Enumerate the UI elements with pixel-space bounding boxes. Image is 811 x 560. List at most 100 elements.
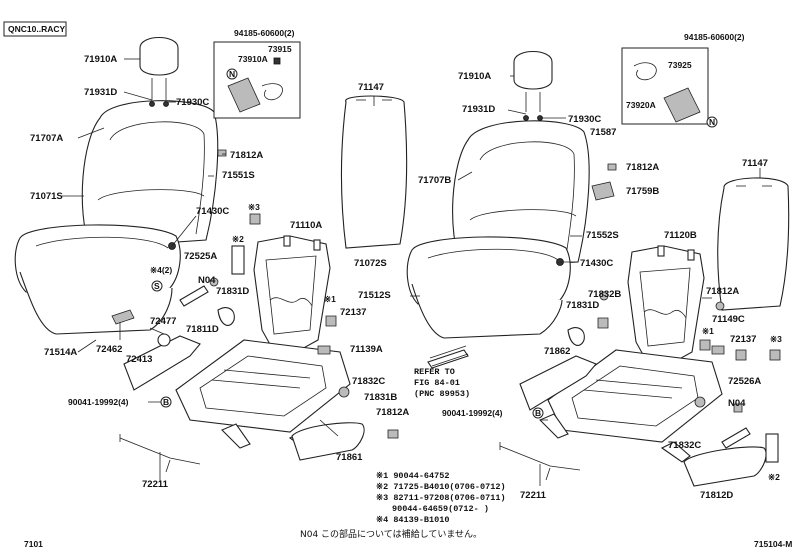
left-heater-kit-box	[213, 41, 301, 119]
left-front-cover	[291, 422, 365, 461]
b-mark-right: B	[535, 408, 541, 418]
label-71707B: 71707B	[418, 175, 451, 186]
label-n-right: N	[709, 117, 715, 127]
label-73920A: 73920A	[626, 100, 656, 110]
right-front-cover	[683, 446, 767, 487]
left-headrest	[139, 37, 179, 100]
label-71072S: 71072S	[354, 258, 387, 269]
lever-icon	[721, 427, 751, 449]
clip-icon	[733, 403, 743, 413]
label-71861: 71861	[336, 452, 363, 463]
b-mark-left-circle	[160, 396, 172, 408]
pad-icon	[765, 433, 779, 463]
left-base-frame	[175, 339, 351, 453]
label-71831D-left: 71831D	[216, 286, 249, 297]
footer-note: N04 この部品については補給していません。	[300, 528, 482, 540]
label-90041-right: 90041-19992(4)	[442, 408, 503, 418]
right-headrest	[513, 51, 553, 112]
clip-icon	[711, 345, 725, 355]
label-72462: 72462	[96, 344, 122, 355]
label-71512S: 71512S	[358, 290, 391, 301]
label-94185-left: 94185-60600(2)	[234, 28, 295, 38]
label-71514A: 71514A	[44, 347, 77, 358]
bolt-icon	[599, 291, 609, 301]
clip-icon	[735, 349, 747, 361]
label-72211-right: 72211	[520, 490, 547, 501]
clip-icon	[217, 149, 227, 157]
label-71812D: 71812D	[700, 490, 733, 501]
right-seat-cushion	[406, 236, 571, 339]
label-90041-left: 90041-19992(4)	[68, 397, 129, 407]
knob-icon	[157, 333, 171, 347]
label-71931D-right: 71931D	[462, 104, 495, 115]
right-seat-frame	[627, 245, 705, 363]
clip-icon	[317, 345, 331, 355]
left-side-cover	[123, 335, 201, 391]
left-seat-frame	[253, 235, 331, 351]
label-71812A-rr: 71812A	[706, 286, 739, 297]
label-71910A-right: 71910A	[458, 71, 491, 82]
label-94185-right: 94185-60600(2)	[684, 32, 745, 42]
label-x3-left: ※3	[248, 202, 260, 212]
label-71831D-right: 71831D	[566, 300, 599, 311]
right-base-frame	[539, 349, 723, 463]
label-72526A: 72526A	[728, 376, 761, 387]
label-71430C-right: 71430C	[580, 258, 613, 269]
right-heater-kit-box	[621, 47, 718, 128]
label-73910A: 73910A	[238, 54, 268, 64]
label-71759B: 71759B	[626, 186, 659, 197]
bracket-icon	[111, 309, 135, 325]
s-mark-circle	[151, 280, 163, 292]
label-x2-left: ※2	[232, 234, 244, 244]
clip-icon	[597, 317, 609, 329]
label-71832C-right: 71832C	[668, 440, 701, 451]
label-71812A-mid: 71812A	[376, 407, 409, 418]
lever-icon	[179, 285, 209, 307]
label-71930C-right: 71930C	[568, 114, 601, 125]
label-73925: 73925	[668, 60, 692, 70]
label-72137-right: 72137	[730, 334, 756, 345]
label-n-left: N	[229, 69, 235, 79]
left-seat-cushion	[14, 224, 181, 335]
label-71139A: 71139A	[350, 344, 383, 355]
label-72211-left: 72211	[142, 479, 169, 490]
legend: ※1 90044-64752 ※2 71725-B4010(0706-0712)…	[376, 471, 506, 525]
label-72525A: 72525A	[184, 251, 217, 262]
right-rod	[499, 445, 581, 471]
label-71149C: 71149C	[712, 314, 745, 325]
legend-row-1: ※1 90044-64752	[376, 471, 449, 481]
left-seatback	[81, 100, 219, 249]
label-71587: 71587	[590, 127, 616, 138]
label-71147-right: 71147	[742, 158, 768, 169]
leader-lines	[62, 58, 761, 486]
bracket-icon	[567, 327, 585, 346]
label-71551S: 71551S	[222, 170, 255, 181]
label-x2-right: ※2	[768, 472, 780, 482]
label-73915: 73915	[268, 44, 292, 54]
label-n04-right: N04	[728, 398, 746, 409]
label-71832C-left: 71832C	[352, 376, 385, 387]
label-71707A: 71707A	[30, 133, 63, 144]
label-71811D: 71811D	[186, 324, 219, 335]
clip-icon	[607, 163, 617, 171]
refer-line2: FIG 84-01	[414, 378, 460, 388]
legend-row-3: ※3 82711-97208(0706-0711)	[376, 493, 506, 503]
label-72137-left: 72137	[340, 307, 366, 318]
footer-right-code: 715104-M	[754, 539, 792, 549]
model-code-box	[3, 21, 67, 37]
legend-row-4: 90044-64659(0712- )	[392, 504, 489, 514]
bracket-icon	[591, 181, 615, 201]
label-x1-left: ※1	[324, 294, 336, 304]
footer-left-code: 7101	[24, 539, 43, 549]
label-71862: 71862	[544, 346, 570, 357]
label-71832B: 71832B	[588, 289, 621, 300]
right-side-cover	[519, 355, 597, 411]
refer-line3: (PNC 89953)	[414, 389, 470, 399]
label-72477: 72477	[150, 316, 176, 327]
clip-icon	[769, 349, 781, 361]
model-code: QNC10..RACY	[8, 24, 65, 34]
bolt-icon	[694, 396, 706, 408]
refer-line1: REFER TO	[414, 367, 455, 377]
label-71812A-left: 71812A	[230, 150, 263, 161]
